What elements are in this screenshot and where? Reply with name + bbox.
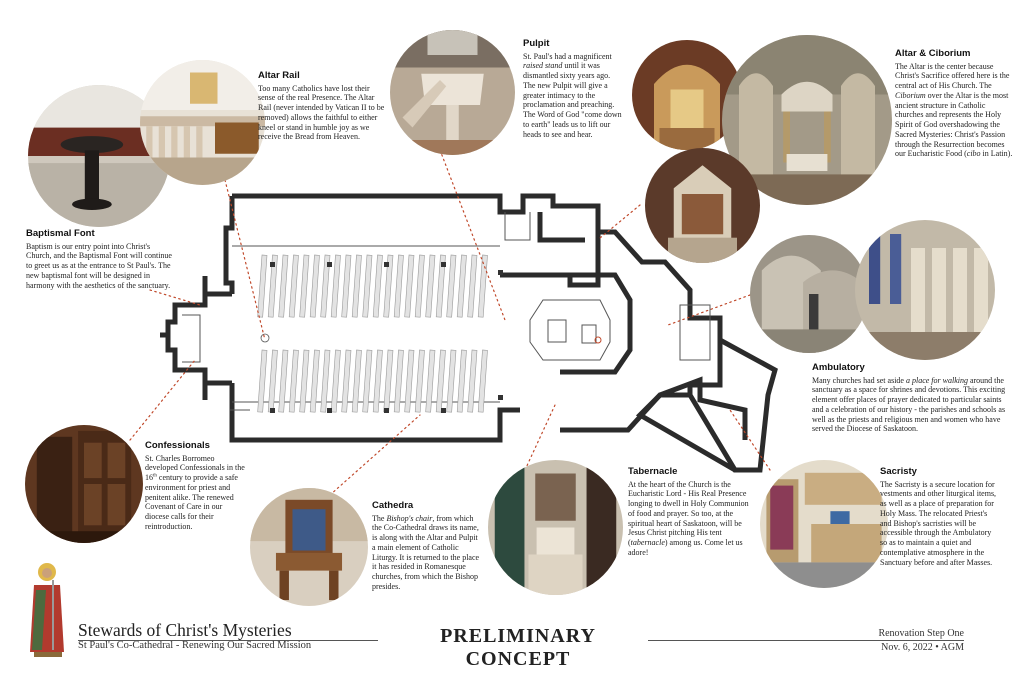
photo-sacristy: [760, 460, 888, 588]
saint-paul-figure: [30, 563, 64, 657]
pew: [393, 349, 404, 413]
pew: [477, 254, 488, 318]
callout-title: Pulpit: [523, 38, 550, 49]
pew: [372, 254, 383, 318]
footer-title: Stewards of Christ's Mysteries: [78, 620, 292, 640]
pew: [435, 254, 446, 318]
pew: [320, 349, 331, 413]
callout-title: Sacristy: [880, 466, 917, 477]
pew: [267, 349, 278, 413]
callout-body: St. Charles Borromeo developed Confessio…: [145, 453, 245, 531]
pew: [404, 349, 415, 413]
callout-body: The Bishop's chair, from which the Co-Ca…: [372, 513, 480, 591]
pew: [330, 254, 341, 318]
pew: [267, 254, 278, 318]
pew: [383, 254, 394, 318]
columns: [270, 262, 503, 413]
callout-title: Baptismal Font: [26, 228, 95, 239]
callout-cathedra: Cathedra The Bishop's chair, from which …: [372, 500, 482, 592]
callout-body: Baptism is our entry point into Christ's…: [26, 241, 172, 290]
photo-cathedra: [250, 488, 368, 606]
pew: [362, 254, 373, 318]
callout-altar-ciborium: Altar & Ciborium The Altar is the center…: [895, 48, 1013, 159]
callout-body: The Sacristy is a secure location for ve…: [880, 479, 997, 567]
photo-confessionals: [25, 425, 143, 543]
pew: [383, 349, 394, 413]
callout-body: St. Paul's had a magnificent raised stan…: [523, 51, 622, 139]
callout-altar-rail: Altar Rail Too many Catholics have lost …: [258, 70, 386, 142]
callout-title: Altar & Ciborium: [895, 48, 971, 59]
callout-ambulatory: Ambulatory Many churches had set aside a…: [812, 362, 1012, 434]
pew: [351, 349, 362, 413]
callout-confessionals: Confessionals St. Charles Borromeo devel…: [145, 440, 245, 532]
pew: [288, 349, 299, 413]
pew: [404, 254, 415, 318]
pew: [414, 349, 425, 413]
pew: [278, 349, 289, 413]
pew: [257, 349, 268, 413]
callout-body: At the heart of the Church is the Euchar…: [628, 479, 749, 557]
pew: [446, 349, 457, 413]
pew: [414, 254, 425, 318]
photo-ambulatory-2: [855, 220, 995, 360]
pew: [320, 254, 331, 318]
footer-concept: PRELIMINARY CONCEPT: [440, 625, 596, 670]
pew: [467, 254, 478, 318]
pew: [278, 254, 289, 318]
photo-ambulatory-1: [750, 235, 868, 353]
pew: [288, 254, 299, 318]
pew: [351, 254, 362, 318]
callout-title: Altar Rail: [258, 70, 300, 81]
pew: [299, 254, 310, 318]
callout-title: Confessionals: [145, 440, 210, 451]
pew: [467, 349, 478, 413]
callout-sacristy: Sacristy The Sacristy is a secure locati…: [880, 466, 1000, 567]
callout-tabernacle: Tabernacle At the heart of the Church is…: [628, 466, 753, 558]
pew: [477, 349, 488, 413]
footer-step: Renovation Step One: [878, 628, 964, 639]
callout-body: Many churches had set aside a place for …: [812, 375, 1006, 434]
altar-marker: [594, 336, 602, 344]
footer-rule-left: [78, 640, 378, 641]
plan-thin-lines: [182, 212, 711, 411]
callout-baptismal-font: Baptismal Font Baptism is our entry poin…: [26, 228, 176, 290]
pew: [372, 349, 383, 413]
callout-title: Tabernacle: [628, 466, 678, 477]
pew: [425, 254, 436, 318]
pew: [456, 254, 467, 318]
pew: [425, 349, 436, 413]
pew: [446, 254, 457, 318]
photo-altar-1: [632, 40, 742, 150]
pew: [435, 349, 446, 413]
pew: [309, 254, 320, 318]
pew: [341, 349, 352, 413]
callout-title: Cathedra: [372, 500, 414, 511]
pew: [341, 254, 352, 318]
photo-tabernacle: [488, 460, 623, 595]
pew-rows: [257, 254, 488, 413]
photo-altar-rail: [140, 60, 265, 185]
photo-pulpit: [390, 30, 515, 155]
pew: [393, 254, 404, 318]
photo-altar-2: [645, 148, 760, 263]
footer-subtitle: St Paul's Co-Cathedral - Renewing Our Sa…: [78, 640, 312, 651]
pew: [257, 254, 268, 318]
footer-date: Nov. 6, 2022 • AGM: [881, 642, 964, 653]
callout-pulpit: Pulpit St. Paul's had a magnificent rais…: [523, 38, 623, 139]
callout-body: Too many Catholics have lost their sense…: [258, 83, 385, 142]
font-marker: [260, 333, 270, 343]
pew: [362, 349, 373, 413]
callout-title: Ambulatory: [812, 362, 865, 373]
pew: [309, 349, 320, 413]
callout-body: The Altar is the center because Christ's…: [895, 61, 1013, 159]
pew: [456, 349, 467, 413]
footer-rule-right: [648, 640, 964, 641]
pew: [299, 349, 310, 413]
pew: [330, 349, 341, 413]
